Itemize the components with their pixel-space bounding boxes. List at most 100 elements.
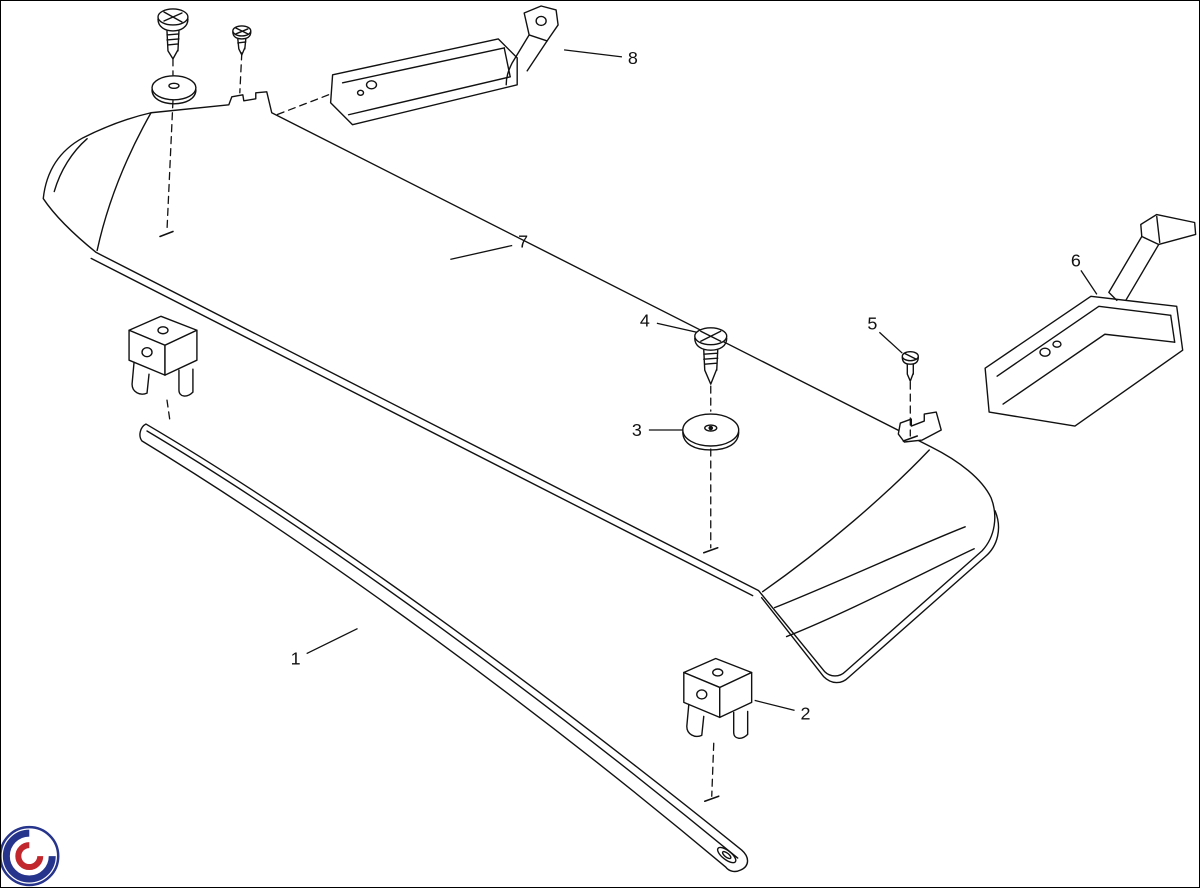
callout-8: 8 bbox=[564, 48, 638, 68]
callout-6: 6 bbox=[1071, 250, 1098, 295]
screw-cross-slot bbox=[235, 27, 249, 35]
screw-head-side bbox=[694, 337, 728, 351]
dash-washerA-panel bbox=[166, 100, 174, 232]
washer-center-dot bbox=[708, 425, 714, 431]
tick-panel-right bbox=[902, 435, 919, 442]
clip-left-foot bbox=[131, 361, 150, 395]
dash-clip2-strip bbox=[711, 742, 715, 797]
bracket8-hole bbox=[365, 80, 378, 90]
leader-line-2 bbox=[754, 699, 795, 712]
clip-top-hole bbox=[157, 326, 169, 335]
bracket6-hole-small bbox=[1052, 340, 1062, 348]
callout-7: 7 bbox=[450, 231, 528, 261]
screw-slot bbox=[903, 352, 917, 360]
bracket6-channel-body bbox=[984, 295, 1184, 427]
part-7-bumper-panel bbox=[42, 91, 1000, 684]
swirl-logo bbox=[1, 825, 60, 887]
callout-5: 5 bbox=[867, 313, 903, 354]
screw-shank bbox=[166, 30, 180, 60]
dash-screwB-tab bbox=[239, 52, 243, 94]
panel-left-cap-inner-line bbox=[53, 137, 88, 193]
leader-line-1 bbox=[306, 628, 358, 655]
small-top-screw bbox=[232, 25, 252, 56]
screw-shank bbox=[906, 363, 914, 382]
callout-label-5: 5 bbox=[867, 313, 877, 333]
dash-bracket8-panel bbox=[276, 94, 330, 116]
leader-line-8 bbox=[564, 49, 623, 58]
callout-label-1: 1 bbox=[291, 649, 301, 669]
part-2-retaining-clip bbox=[683, 657, 753, 739]
panel-cap-contour-line bbox=[785, 548, 975, 638]
callout-group: 1 2 3 4 5 6 7 bbox=[291, 48, 1098, 723]
callout-label-6: 6 bbox=[1071, 250, 1081, 270]
panel-cap-contour-line bbox=[773, 526, 966, 609]
bracket6-plate-inner-line bbox=[1156, 215, 1161, 244]
leader-line-5 bbox=[878, 331, 903, 354]
line-art-layer bbox=[42, 5, 1197, 873]
washer-center-hole bbox=[168, 82, 180, 90]
screw-head-side bbox=[232, 31, 252, 40]
bracket8-inner-bottom-line bbox=[347, 76, 511, 116]
screw-head-side bbox=[157, 18, 189, 32]
logo-swirl-outer bbox=[2, 829, 56, 883]
clip-front-hole bbox=[696, 689, 708, 700]
callout-1: 1 bbox=[291, 628, 358, 669]
clip-side-face bbox=[719, 671, 753, 719]
clip-right-foot bbox=[178, 368, 194, 397]
tick-panel-center bbox=[702, 546, 719, 554]
logo-swirl-inner bbox=[15, 842, 44, 870]
callouts-layer: 1 2 3 4 5 6 7 bbox=[291, 48, 1098, 723]
bracket8-opening-line bbox=[341, 47, 505, 84]
bracket8-hinge-arm bbox=[505, 34, 548, 86]
bracket6-top-plate bbox=[1140, 213, 1197, 246]
callout-2: 2 bbox=[754, 699, 811, 723]
bracket6-arm bbox=[1108, 235, 1160, 302]
panel-left-cap-fold bbox=[96, 112, 152, 252]
bracket6-opening-line bbox=[996, 305, 1172, 377]
screw-cross-slot bbox=[163, 11, 183, 23]
callout-label-8: 8 bbox=[628, 48, 638, 68]
clip-top-hole bbox=[712, 668, 724, 677]
screw-cross-slot bbox=[700, 330, 722, 342]
washer-thickness bbox=[151, 89, 197, 105]
trim-strip-end-slot bbox=[716, 846, 737, 864]
screw-shank bbox=[237, 38, 247, 56]
panel-right-cap-lip bbox=[760, 510, 1000, 684]
tick-strip-right bbox=[703, 795, 720, 802]
clip-front-hole bbox=[141, 347, 153, 358]
callout-label-4: 4 bbox=[640, 310, 650, 330]
callout-label-2: 2 bbox=[801, 703, 811, 723]
bracket8-end-line bbox=[503, 47, 511, 78]
callout-label-3: 3 bbox=[632, 420, 642, 440]
washer-thickness bbox=[682, 431, 740, 451]
screw-shank bbox=[703, 349, 719, 385]
callout-3: 3 bbox=[632, 420, 683, 440]
clip-side-face bbox=[164, 329, 198, 376]
washer-center-hole bbox=[704, 424, 718, 432]
part-5-screw bbox=[901, 351, 919, 382]
tick-panel-left bbox=[159, 230, 174, 238]
part-8-bracket bbox=[329, 5, 559, 126]
leader-line-7 bbox=[450, 244, 513, 261]
trim-strip-inner-line bbox=[146, 430, 739, 859]
panel-bottom-lip bbox=[90, 257, 754, 597]
top-left-screw bbox=[157, 8, 189, 60]
assembly-line-ticks bbox=[159, 230, 919, 802]
callout-4: 4 bbox=[640, 310, 697, 333]
bracket6-hole bbox=[1039, 347, 1051, 357]
screw-head-side bbox=[901, 356, 919, 365]
left-retaining-clip bbox=[128, 315, 198, 397]
assembly-dashed-lines bbox=[166, 52, 911, 797]
part-4-screw bbox=[694, 327, 728, 385]
bracket6-end-line bbox=[1170, 314, 1176, 343]
bracket6-inner-bottom-line bbox=[1002, 333, 1176, 405]
top-left-washer bbox=[151, 75, 197, 105]
part-6-bracket bbox=[984, 213, 1197, 427]
panel-outline bbox=[42, 91, 996, 677]
part-1-trim-strip bbox=[139, 423, 749, 873]
clip-left-foot bbox=[686, 703, 705, 738]
bracket8-hole-small bbox=[356, 89, 365, 96]
clip-right-foot bbox=[732, 710, 749, 739]
